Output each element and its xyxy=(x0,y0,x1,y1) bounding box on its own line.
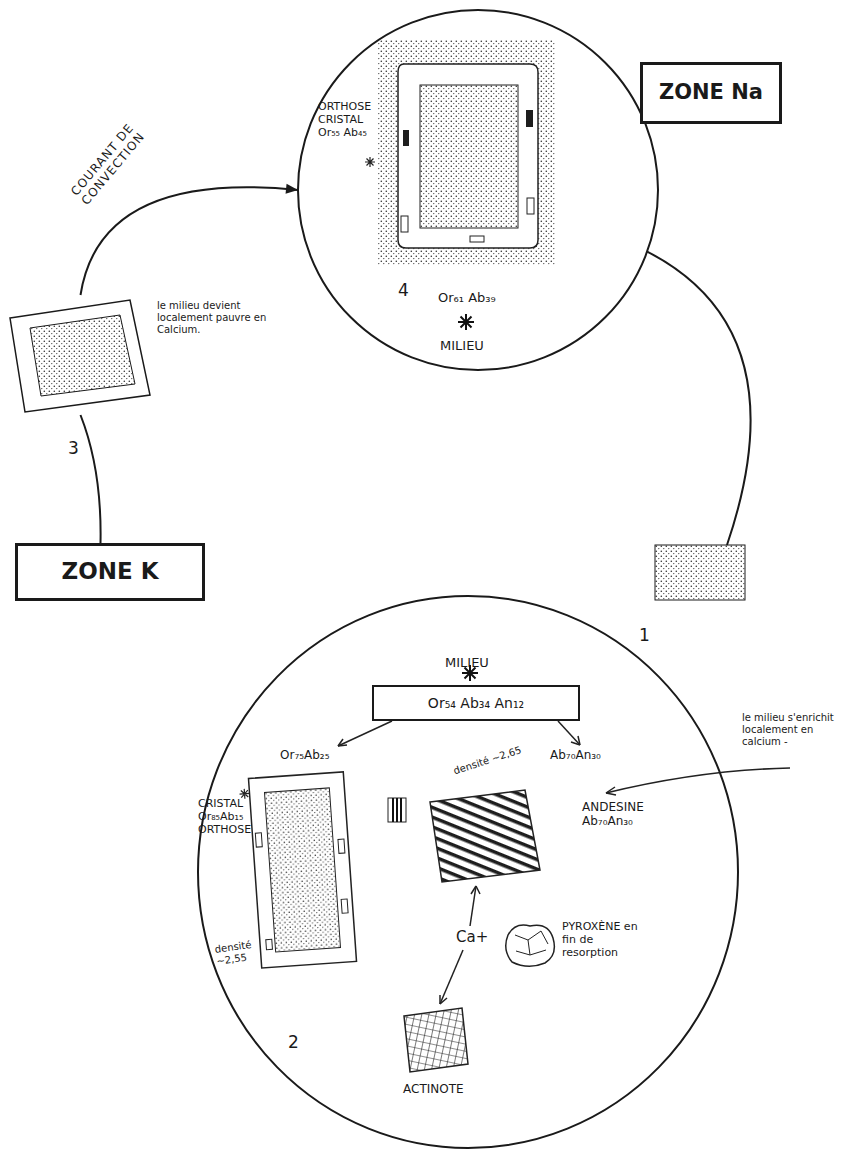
arrow-head xyxy=(338,739,347,746)
lamella xyxy=(403,130,409,146)
crystal-band xyxy=(398,64,538,248)
orthose-crystal-zone-k xyxy=(239,772,357,969)
zone-box: ZONE K xyxy=(15,543,205,601)
lamella xyxy=(266,939,273,949)
node-text: Or₅₄ Ab₃₄ An₁₂ xyxy=(374,687,578,719)
arrow-head xyxy=(606,787,616,795)
lamella xyxy=(341,899,348,913)
cycle-connector xyxy=(647,252,750,545)
cycle-connector xyxy=(81,187,299,295)
node-outline xyxy=(196,594,740,1150)
node-text: Or₇₅Ab₂₅ xyxy=(280,748,329,762)
zone-circle: 2 CRISTAL Or₈₅Ab₁₅ ORTHOSE densité ~2,55 Or… xyxy=(196,594,740,1150)
node-text: ZONE Na xyxy=(643,65,779,121)
pyroxene-relic xyxy=(506,925,555,966)
node-text: PYROXÈNE en fin de resorption xyxy=(562,920,642,960)
node-text: CRISTAL Or₈₅Ab₁₅ ORTHOSE xyxy=(198,797,260,837)
zone-outline xyxy=(198,596,738,1148)
lamella xyxy=(470,236,484,242)
lamella xyxy=(401,216,408,232)
node-text: densité ~2,65 xyxy=(452,744,524,778)
node-text: ORTHOSE CRISTAL Or₅₅ Ab₄₅ xyxy=(318,100,382,140)
node-outline xyxy=(655,545,745,600)
andesine-crystal xyxy=(430,790,540,882)
node-outline xyxy=(8,295,153,415)
arrow-head xyxy=(286,184,298,194)
orthose-crystal-zone-na xyxy=(365,40,555,265)
leader-line xyxy=(606,768,790,793)
arrow-head xyxy=(571,736,580,745)
node-text: MILIEU xyxy=(445,655,489,671)
lamella xyxy=(338,839,345,853)
milieu-star xyxy=(458,314,474,330)
crystal-core xyxy=(30,315,135,396)
crystal-core xyxy=(420,85,518,228)
node-text: ACTINOTE xyxy=(403,1082,464,1096)
pyroxene-outline xyxy=(506,925,555,966)
node-text: Ca+ xyxy=(456,928,488,946)
pyroxene-cleavage xyxy=(515,931,548,955)
node-outline xyxy=(296,8,660,372)
milieu-box: MILIEUOr₅₄ Ab₃₄ An₁₂ xyxy=(372,685,580,721)
lamella xyxy=(526,110,533,127)
node-text: ANDESINE Ab₇₀An₃₀ xyxy=(582,800,660,829)
node-text: 1 xyxy=(639,625,650,645)
node-text: Or₆₁ Ab₃₉ xyxy=(438,290,496,306)
twin-lamellae xyxy=(393,798,401,822)
crystal-node: 1 xyxy=(655,545,745,600)
crystal-node: 3 xyxy=(8,295,153,415)
node-text: Ab₇₀An₃₀ xyxy=(550,748,601,762)
zone-box: ZONE Na xyxy=(640,62,782,124)
arrow-head xyxy=(471,886,480,894)
leader-line xyxy=(440,950,463,1004)
crystal-outline xyxy=(388,798,406,822)
zone-outline xyxy=(298,10,658,370)
crystal-band xyxy=(248,772,356,968)
node-text: MILIEU xyxy=(440,338,484,354)
note-label: le milieu s'enrichit localement en calci… xyxy=(742,712,852,748)
node-text: 2 xyxy=(288,1032,299,1052)
leader-line xyxy=(558,721,580,745)
cycle-connector xyxy=(81,415,101,543)
node-text: 4 xyxy=(398,280,409,300)
actinote-crystal xyxy=(404,1008,468,1072)
crystal-core xyxy=(655,545,745,600)
leader-line xyxy=(338,721,392,746)
node-text: ZONE K xyxy=(18,546,202,598)
lamella xyxy=(255,833,262,847)
crystal-band xyxy=(10,300,150,412)
small-plagioclase xyxy=(388,798,406,822)
node-text: 3 xyxy=(68,438,79,458)
arrow-head xyxy=(440,995,447,1004)
leader-arrows xyxy=(338,721,790,1004)
note-label: le milieu devient localement pauvre en C… xyxy=(157,300,269,336)
edge-label: COURANT DE CONVECTION xyxy=(58,109,157,219)
crystal-rim xyxy=(378,40,555,265)
zone-circle: ORTHOSE CRISTAL Or₅₅ Ab₄₅ 4Or₆₁ Ab₃₉ MILIE… xyxy=(296,8,660,372)
lamella xyxy=(527,198,534,214)
node-text: densité ~2,55 xyxy=(214,937,267,968)
crystal-core xyxy=(264,788,340,952)
asterisk xyxy=(365,157,375,167)
